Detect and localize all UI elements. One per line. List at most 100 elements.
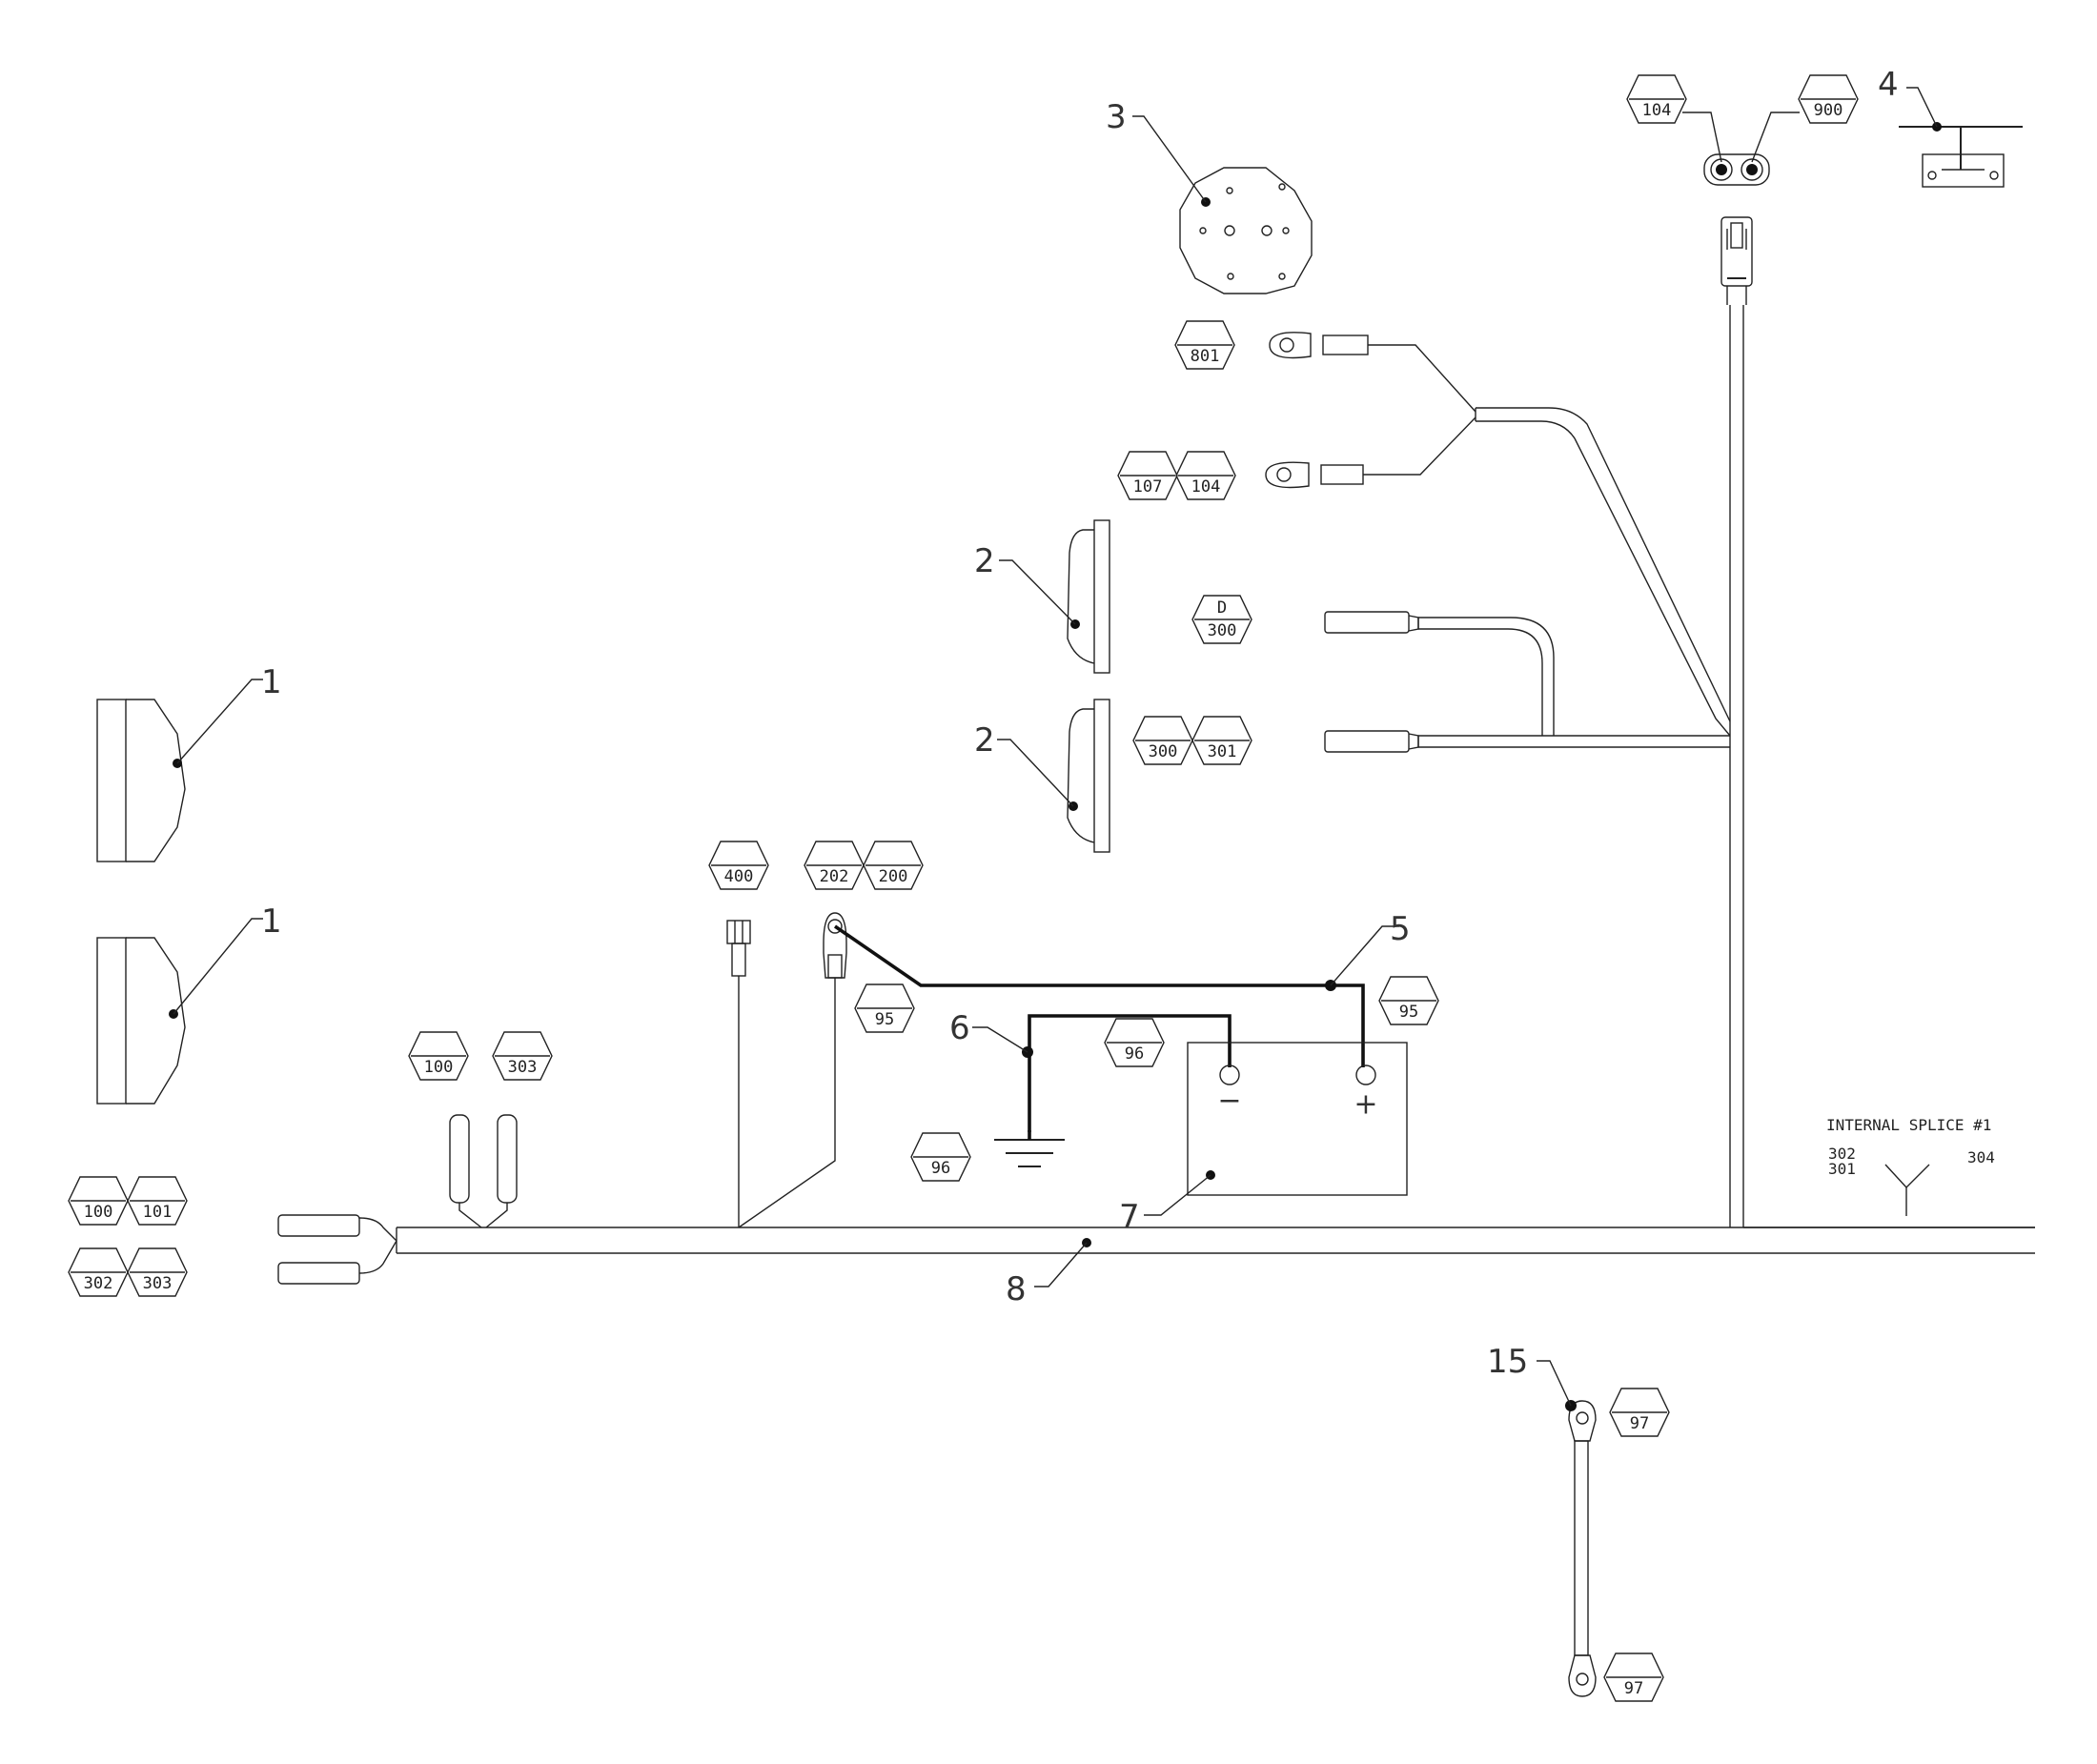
wire-tag-outline [127, 1247, 188, 1297]
wire-tag-outline [708, 841, 769, 890]
wire-tag-outline [1609, 1388, 1670, 1437]
wire-tag-outline [1132, 716, 1193, 765]
wire-tag-t100-mid: 100 [408, 1031, 469, 1081]
ring-terminal-107-104 [1265, 461, 1364, 489]
wire-tag-label: 104 [1642, 101, 1672, 120]
wire-tag-t104-mid: 104 [1175, 451, 1236, 500]
battery-minus-sign: − [1217, 1085, 1241, 1118]
battery-plus-sign: + [1354, 1088, 1377, 1122]
wire-tag-t96-top: 96 [1104, 1018, 1165, 1067]
battery-negative-cable: 6 [949, 1009, 1232, 1132]
wire-tag-label: 900 [1814, 101, 1843, 120]
internal-splice-note: INTERNAL SPLICE #1 302 301 304 [1826, 1116, 1995, 1216]
wire-tag-t100-left: 100 [68, 1176, 129, 1226]
wire-tag-t301-pair: 301 [1191, 716, 1252, 765]
item-7-battery: − + 7 [1119, 1042, 1408, 1236]
wire-tag-label: 300 [1149, 742, 1178, 761]
wire-tag-t97-top: 97 [1609, 1388, 1670, 1437]
wire-tag-label: 96 [931, 1159, 950, 1178]
riser-connector [1720, 216, 1753, 305]
wire-tag-label: 104 [1191, 477, 1221, 497]
callout-4-label: 4 [1878, 66, 1899, 104]
wire-tag-label-300: 300 [1208, 621, 1237, 640]
wire-tag-label: 303 [508, 1058, 538, 1077]
wire-tag-outline [804, 841, 865, 890]
wire-tag-outline [1117, 451, 1178, 500]
wire-tag-outline [408, 1031, 469, 1081]
wire-tag-outline [127, 1176, 188, 1226]
wire-tag-t300-pair: 300 [1132, 716, 1193, 765]
wire-tag-outline [1378, 976, 1439, 1025]
fork-connectors-100-303 [449, 1114, 518, 1228]
callout-7-label: 7 [1119, 1198, 1140, 1236]
wire-tag-outline [68, 1247, 129, 1297]
callout-15-label: 15 [1487, 1343, 1528, 1381]
bullet-connector-300-301 [1324, 730, 1419, 753]
wire-tag-label: 801 [1191, 347, 1220, 366]
item-2-lamp-lower: 2 [974, 699, 1110, 853]
wire-tag-t801: 801 [1174, 320, 1235, 370]
wire-tag-label: 200 [879, 867, 908, 886]
dual-switch-terminal [1682, 112, 1800, 186]
item-15-ground-cable: 15 [1487, 1343, 1597, 1697]
wire-tag-label: 400 [724, 867, 754, 886]
wire-tag-label: 101 [143, 1203, 173, 1222]
wire-tag-outline [492, 1031, 553, 1081]
ring-terminal-202-200 [738, 912, 847, 1228]
battery-positive-cable: 5 [833, 910, 1411, 1067]
wire-tag-outline [68, 1176, 129, 1226]
wire-tag-label: 303 [143, 1274, 173, 1293]
wire-tag-outline [910, 1132, 971, 1182]
splice-left-top: 302 [1828, 1145, 1856, 1163]
wire-tag-label: 100 [84, 1203, 113, 1222]
splice-left-bottom: 301 [1828, 1160, 1856, 1178]
wire-tag-outline [1175, 451, 1236, 500]
item-2-lamp-upper: 2 [974, 519, 1110, 674]
wire-tag-outline [1798, 74, 1859, 124]
item-1-lamp-lower: 1 [96, 902, 282, 1105]
wire-tag-label: 95 [1399, 1003, 1418, 1022]
callout-2b-label: 2 [974, 721, 995, 760]
wire-tag-label: 95 [875, 1010, 894, 1029]
callout-1a-label: 1 [261, 663, 282, 701]
wire-tag-t95-left: 95 [854, 983, 915, 1033]
wire-tag-t95-right: 95 [1378, 976, 1439, 1025]
wire-tag-t96-ground: 96 [910, 1132, 971, 1182]
wire-tag-label: 97 [1630, 1414, 1649, 1433]
wire-tag-t303-left: 303 [127, 1247, 188, 1297]
wire-tag-outline [1104, 1018, 1165, 1067]
wire-tag-label: 302 [84, 1274, 113, 1293]
callout-8: 8 [1006, 1238, 1091, 1308]
callout-6-label: 6 [949, 1009, 970, 1047]
connector-400 [726, 920, 751, 1227]
wire-tag-t302-left: 302 [68, 1247, 129, 1297]
callout-8-label: 8 [1006, 1270, 1027, 1308]
item-4-switch: 4 [1878, 66, 2023, 188]
wire-tag-t400: 400 [708, 841, 769, 890]
wire-tag-outline [1626, 74, 1687, 124]
wire-tag-outline [1603, 1652, 1664, 1702]
bullet-connector-d300 [1324, 611, 1419, 634]
wire-tag-outline [1174, 320, 1235, 370]
ring-terminal-801 [1269, 332, 1369, 359]
item-3-gauge: 3 [1106, 98, 1313, 294]
wire-tag-t303-mid: 303 [492, 1031, 553, 1081]
wire-tag-label: 107 [1133, 477, 1163, 497]
splice-right: 304 [1967, 1148, 1995, 1166]
wire-tag-t900-top: 900 [1798, 74, 1859, 124]
wire-tag-label: 202 [820, 867, 849, 886]
wire-tag-t202: 202 [804, 841, 865, 890]
item-1-lamp-upper: 1 [96, 663, 282, 862]
wire-tag-d-300: D 300 [1191, 595, 1252, 644]
wire-tag-outline [1191, 716, 1252, 765]
callout-5-label: 5 [1390, 910, 1411, 948]
wire-tag-t97-bottom: 97 [1603, 1652, 1664, 1702]
splice-title: INTERNAL SPLICE #1 [1826, 1116, 1991, 1134]
wire-tag-t107: 107 [1117, 451, 1178, 500]
wire-tag-label-d: D [1217, 598, 1227, 618]
ground-symbol [994, 1130, 1065, 1167]
callout-1b-label: 1 [261, 902, 282, 941]
main-harness [396, 305, 2035, 1254]
wire-tag-label: 97 [1624, 1679, 1643, 1698]
